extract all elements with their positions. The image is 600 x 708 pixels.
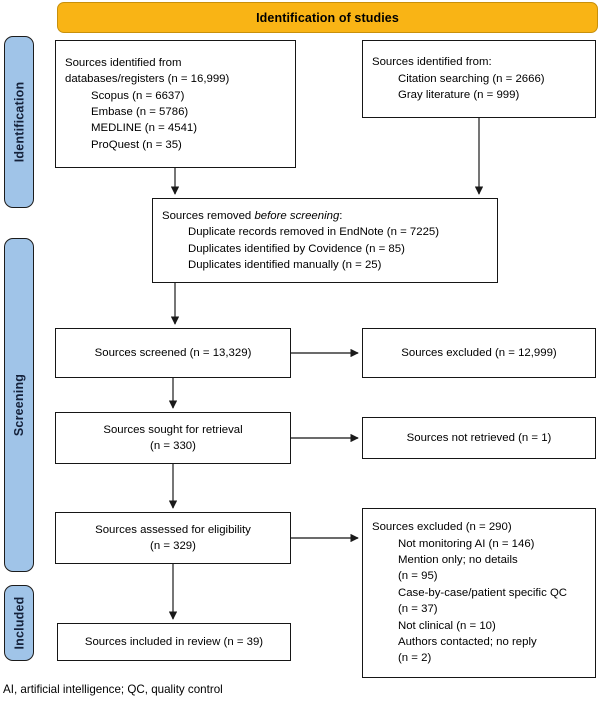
box-sources-identified-other: Sources identified from: Citation search… <box>362 40 596 118</box>
box-line: Citation searching (n = 2666) <box>398 72 545 85</box>
box-line: ProQuest (n = 35) <box>91 138 182 151</box>
page-title: Identification of studies <box>256 10 399 25</box>
box-line: Sources screened (n = 13,329) <box>94 346 252 359</box>
stage-label-identification: Identification <box>4 36 34 208</box>
box-line: Sources sought for retrieval <box>103 423 243 436</box>
removed-title-suffix: : <box>339 209 343 222</box>
box-line: MEDLINE (n = 4541) <box>91 122 198 135</box>
box-line: Case-by-case/patient specific QC <box>398 586 568 599</box>
box-sources-sought-for-retrieval: Sources sought for retrieval (n = 330) <box>55 412 291 464</box>
stage-label-screening: Screening <box>4 238 34 572</box>
box-sources-assessed-eligibility: Sources assessed for eligibility (n = 32… <box>55 512 291 564</box>
box-line: Duplicates identified by Covidence (n = … <box>188 242 405 255</box>
box-line-title: Sources removed before screening: <box>162 208 488 224</box>
box-line: (n = 2) <box>398 652 432 665</box>
box-line: Not clinical (n = 10) <box>398 619 496 632</box>
box-line: (n = 95) <box>398 570 438 583</box>
box-line: Sources assessed for eligibility <box>95 523 251 536</box>
stage-label-text: Identification <box>12 81 27 163</box>
box-line: Sources not retrieved (n = 1) <box>406 431 552 444</box>
removed-title-italic: before screening <box>254 209 340 222</box>
box-sources-removed-before-screening: Sources removed before screening: Duplic… <box>152 198 498 283</box>
box-line: databases/registers (n = 16,999) <box>65 73 230 86</box>
box-sources-screened: Sources screened (n = 13,329) <box>55 328 291 378</box>
box-sources-identified-databases: Sources identified from databases/regist… <box>55 40 296 168</box>
box-line: Gray literature (n = 999) <box>398 89 520 102</box>
stage-label-included: Included <box>4 585 34 661</box>
stage-label-text: Screening <box>12 373 26 437</box>
box-line: (n = 37) <box>398 603 438 616</box>
box-sources-not-retrieved: Sources not retrieved (n = 1) <box>362 417 596 459</box>
box-line: Duplicate records removed in EndNote (n … <box>188 226 440 239</box>
box-line: Not monitoring AI (n = 146) <box>398 537 535 550</box>
footnote-abbreviations: AI, artificial intelligence; QC, quality… <box>3 683 223 696</box>
box-line: Scopus (n = 6637) <box>91 89 185 102</box>
box-line: Sources included in review (n = 39) <box>84 635 264 648</box>
box-line: Mention only; no details <box>398 553 518 566</box>
header-banner: Identification of studies <box>57 2 598 33</box>
box-line: Embase (n = 5786) <box>91 106 189 118</box>
box-line: (n = 330) <box>150 440 196 452</box>
box-line: (n = 329) <box>150 540 196 552</box>
box-sources-included-in-review: Sources included in review (n = 39) <box>57 623 291 661</box>
removed-title-prefix: Sources removed <box>162 209 255 222</box>
box-line: Duplicates identified manually (n = 25) <box>188 258 382 271</box>
box-line: Sources identified from <box>65 56 182 69</box>
box-line: Sources excluded (n = 12,999) <box>401 346 557 359</box>
box-sources-excluded-screening: Sources excluded (n = 12,999) <box>362 328 596 378</box>
box-line: Sources identified from: <box>372 56 492 69</box>
stage-label-text: Included <box>12 596 26 650</box>
box-line: Sources excluded (n = 290) <box>372 521 512 534</box>
box-line: Authors contacted; no reply <box>398 636 537 649</box>
box-sources-excluded-eligibility: Sources excluded (n = 290) Not monitorin… <box>362 508 596 678</box>
